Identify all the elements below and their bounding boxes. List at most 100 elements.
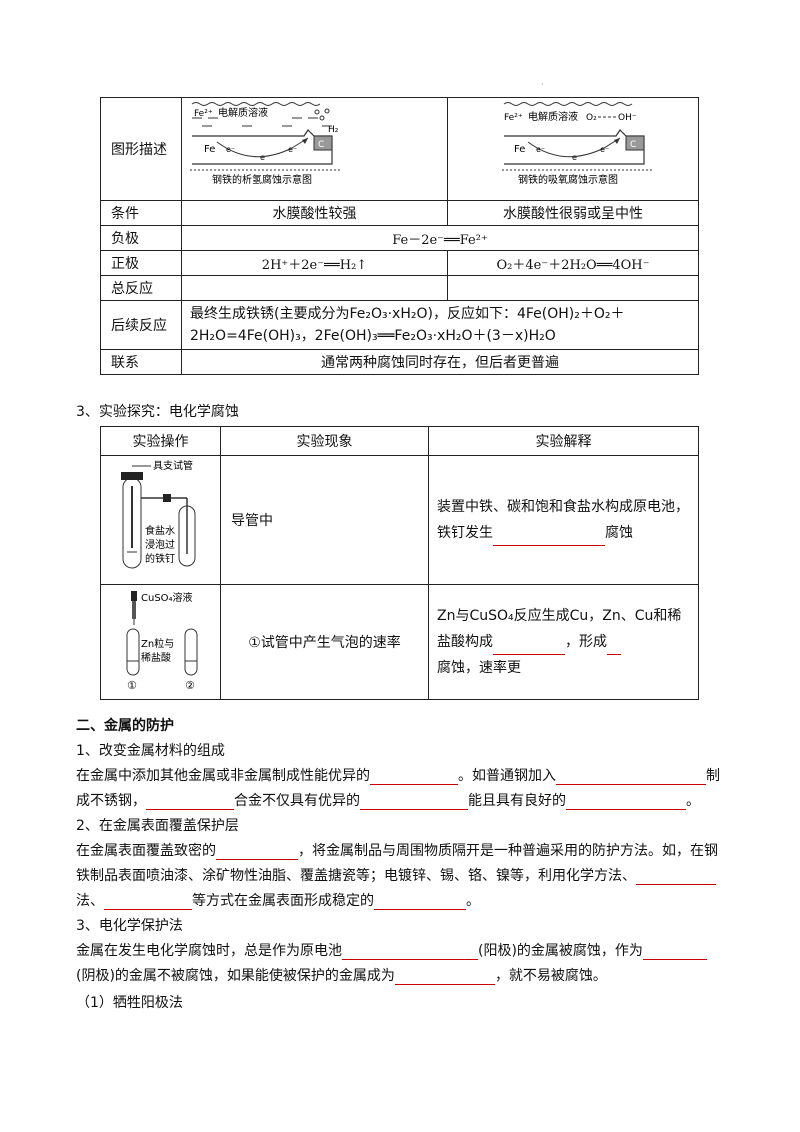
s2-line1: 在金属表面覆盖致密的，将金属制品与周围物质隔开是一种普遍采用的防护方法。如，在钢 xyxy=(76,840,718,860)
relation-text: 通常两种腐蚀同时存在，但后者更普遍 xyxy=(181,349,699,375)
blank-corrosion-type[interactable] xyxy=(493,530,605,546)
header-operation: 实验操作 xyxy=(100,426,221,456)
total-reaction-oxygen xyxy=(447,275,699,301)
blank-property-1[interactable] xyxy=(360,794,468,810)
condition-hydrogen: 水膜酸性较强 xyxy=(181,200,448,226)
s3-line1: 金属在发生电化学腐蚀时，总是作为原电池 (阳极)的金属被腐蚀，作为 xyxy=(76,940,707,960)
label-cuso4: CuSO₄溶液 xyxy=(141,591,193,604)
row-label-condition: 条件 xyxy=(100,200,182,226)
s2-title: 2、在金属表面覆盖保护层 xyxy=(76,818,239,834)
experiment1-explain-line2: 铁钉发生 腐蚀 xyxy=(437,520,690,546)
s1-line1-c: 制 xyxy=(706,768,720,784)
blank-method-1[interactable] xyxy=(636,869,716,885)
diagram-right-label-o2: O₂ xyxy=(586,113,597,123)
s2-line2: 铁制品表面喷油漆、涂矿物性油脂、覆盖搪瓷等；电镀锌、锡、铬、镍等，利用化学方法、 xyxy=(76,865,716,885)
experiment-table: 实验操作 实验现象 实验解释 具支试管 食盐水 xyxy=(100,426,699,700)
blank-protective-layer[interactable] xyxy=(216,844,298,860)
corrosion-comparison-table: 图形描述 Fe²⁺ 电解质溶液 H₂ xyxy=(100,97,699,375)
experiment2-explain-line1: Zn与CuSO₄反应生成Cu，Zn、Cu和稀 xyxy=(437,608,682,624)
header-explanation: 实验解释 xyxy=(428,426,699,456)
diagram-left-label-fe: Fe xyxy=(204,144,215,155)
blank-cell-type[interactable] xyxy=(493,639,565,655)
blank-protected-role[interactable] xyxy=(394,969,495,985)
positive-electrode-hydrogen: 2H⁺＋2e⁻══H₂↑ xyxy=(181,250,448,276)
experiment1-explain-2a: 铁钉发生 xyxy=(437,525,493,541)
experiment1-apparatus: 具支试管 食盐水 浸泡过 的铁钉 xyxy=(121,459,196,569)
experiment2-explain-2a: 盐酸构成 xyxy=(437,634,493,650)
diagram-left-electron-1: e⁻ xyxy=(226,145,235,154)
s1-line2-d: 。 xyxy=(686,793,700,809)
diagram-right-electron-3: e⁻ xyxy=(600,145,609,154)
s3-line1-a: 金属在发生电化学腐蚀时，总是作为原电池 xyxy=(76,943,342,959)
s1-line2-c: 能且具有良好的 xyxy=(468,793,566,809)
experiment1-explain-2b: 腐蚀 xyxy=(605,525,633,541)
label-dilute-hcl: 稀盐酸 xyxy=(141,651,171,664)
blank-film[interactable] xyxy=(374,894,466,910)
row-label-total: 总反应 xyxy=(100,275,182,301)
s1-line2-a: 成不锈钢， xyxy=(76,793,146,809)
label-soaked: 浸泡过 xyxy=(145,538,175,551)
diagram-right-label-fe: Fe xyxy=(514,144,525,155)
positive-electrode-oxygen: O₂＋4e⁻＋2H₂O══4OH⁻ xyxy=(447,250,699,276)
blank-corrosion-kind[interactable] xyxy=(607,639,621,655)
blank-anode[interactable] xyxy=(342,944,478,960)
diagram-right-caption: 钢铁的吸氧腐蚀示意图 xyxy=(518,173,618,186)
diagram-left-label-h2: H₂ xyxy=(328,125,339,135)
followup-line-2: 2H₂O=4Fe(OH)₃，2Fe(OH)₃══Fe₂O₃·xH₂O＋(3－x)… xyxy=(190,328,556,344)
section3-title: 3、实验探究：电化学腐蚀 xyxy=(76,404,239,420)
header-phenomenon: 实验现象 xyxy=(220,426,429,456)
s1-line1-a: 在金属中添加其他金属或非金属制成性能优异的 xyxy=(76,768,370,784)
row-label-diagram: 图形描述 xyxy=(100,97,182,201)
row-label-positive: 正极 xyxy=(100,250,182,276)
blank-method-2[interactable] xyxy=(104,894,192,910)
row-label-negative: 负极 xyxy=(100,225,182,251)
s2-line2-text: 铁制品表面喷油漆、涂矿物性油脂、覆盖搪瓷等；电镀锌、锡、铬、镍等，利用化学方法、 xyxy=(76,868,636,884)
hydrogen-corrosion-diagram: Fe²⁺ 电解质溶液 H₂ C Fe e⁻ e⁻ e⁻ 钢铁的析 xyxy=(190,102,340,186)
diagram-right-label-electrolyte: 电解质溶液 xyxy=(528,110,578,123)
s2-line3-a: 法、 xyxy=(76,893,104,909)
experiment1-phenomenon: 导管中 xyxy=(220,455,429,585)
experiment2-explain-2b: ，形成 xyxy=(565,634,607,650)
followup-reaction-cell: 最终生成铁锈(主要成分为Fe₂O₃·xH₂O)，反应如下：4Fe(OH)₂＋O₂… xyxy=(181,300,699,350)
diagram-left-electron-2: e⁻ xyxy=(260,153,269,162)
experiment1-explanation: 装置中铁、碳和饱和食盐水构成原电池， 铁钉发生 腐蚀 xyxy=(428,455,699,585)
s3-line2: (阴极)的金属不被腐蚀，如果能使被保护的金属成为 ，就不易被腐蚀。 xyxy=(76,965,607,985)
diagram-right-label-fe2: Fe²⁺ xyxy=(504,113,523,123)
blank-cathode[interactable] xyxy=(642,944,707,960)
label-iron-nail: 的铁钉 xyxy=(145,552,175,565)
label-tube-1: ① xyxy=(127,679,137,692)
hydrogen-corrosion-diagram-cell: Fe²⁺ 电解质溶液 H₂ C Fe e⁻ e⁻ e⁻ 钢铁的析 xyxy=(181,97,448,201)
experiment2-explain-line2: 盐酸构成 ，形成 xyxy=(437,629,690,655)
diagram-right-electron-2: e⁻ xyxy=(572,153,581,162)
experiment2-phenomenon: ①试管中产生气泡的速率 xyxy=(220,584,429,700)
experiment2-explain-line3: 腐蚀，速率更 xyxy=(437,660,521,676)
oxygen-corrosion-diagram: Fe²⁺ 电解质溶液 O₂ OH⁻ C Fe e⁻ e⁻ e⁻ 钢铁的吸氧腐蚀示… xyxy=(502,102,652,186)
diagram-left-label-fe2: Fe²⁺ xyxy=(194,109,213,119)
label-zn-grain: Zn粒与 xyxy=(141,637,174,650)
diagram-left-label-c: C xyxy=(318,140,324,150)
s1-line2: 成不锈钢， 合金不仅具有优异的 能且具有良好的 。 xyxy=(76,790,700,810)
s2-line3-b: 等方式在金属表面形成稳定的 xyxy=(192,893,374,909)
s1-line2-b: 合金不仅具有优异的 xyxy=(234,793,360,809)
s3-title: 3、电化学保护法 xyxy=(76,918,183,934)
experiment1-explain-line1: 装置中铁、碳和饱和食盐水构成原电池， xyxy=(437,499,689,515)
s3-line1-b: (阳极)的金属被腐蚀，作为 xyxy=(478,943,643,959)
s3-line2-b: ，就不易被腐蚀。 xyxy=(494,968,607,984)
blank-alloy[interactable] xyxy=(370,769,458,785)
s2-line3-c: 。 xyxy=(466,893,480,909)
blank-alloy-name[interactable] xyxy=(146,794,234,810)
blank-added-elements[interactable] xyxy=(556,769,706,785)
label-tube-2: ② xyxy=(185,679,195,692)
s1-line1-b: 。如普通钢加入 xyxy=(458,768,556,784)
s3-line2-a: (阴极)的金属不被腐蚀，如果能使被保护的金属成为 xyxy=(76,968,395,984)
oxygen-corrosion-diagram-cell: Fe²⁺ 电解质溶液 O₂ OH⁻ C Fe e⁻ e⁻ e⁻ 钢铁的吸氧腐蚀示… xyxy=(447,97,699,201)
label-saltwater: 食盐水 xyxy=(145,524,175,537)
s1-title: 1、改变金属材料的组成 xyxy=(76,743,225,759)
row-label-followup: 后续反应 xyxy=(100,300,182,350)
s1-line1: 在金属中添加其他金属或非金属制成性能优异的 。如普通钢加入 制 xyxy=(76,765,720,785)
diagram-left-label-electrolyte: 电解质溶液 xyxy=(218,106,268,119)
experiment1-image-cell: 具支试管 食盐水 浸泡过 的铁钉 xyxy=(100,455,221,585)
condition-oxygen: 水膜酸性很弱或呈中性 xyxy=(447,200,699,226)
blank-property-2[interactable] xyxy=(566,794,686,810)
